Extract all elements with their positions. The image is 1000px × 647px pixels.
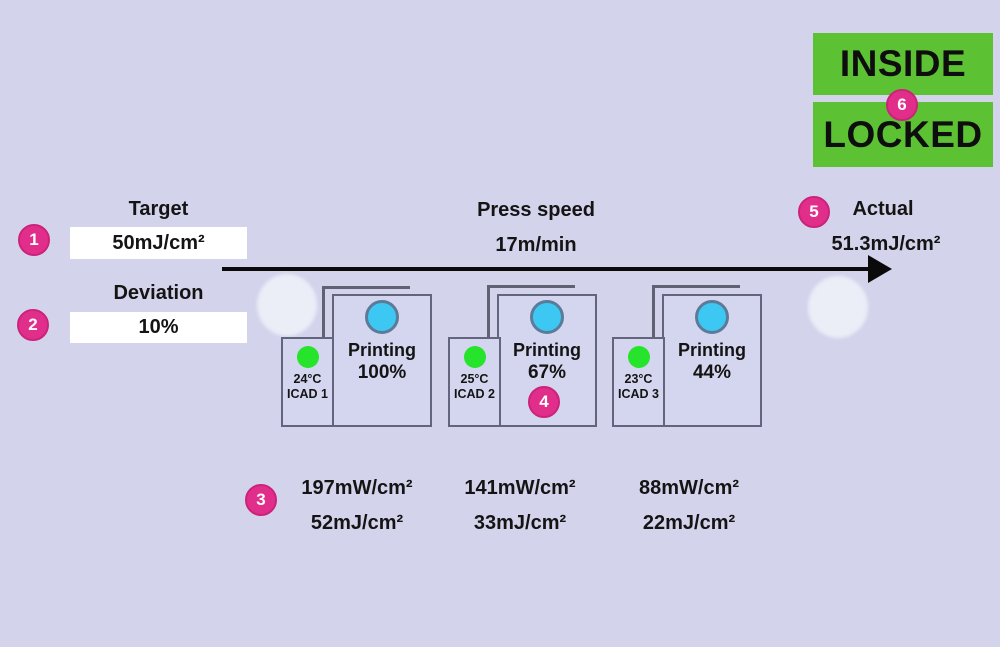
deviation-label: Deviation bbox=[113, 282, 204, 304]
callout-3-badge: 3 bbox=[245, 484, 277, 516]
unit3-printing-card: Printing 44% bbox=[662, 294, 762, 427]
uv-lamp-icon bbox=[695, 300, 729, 334]
unit1-readings: 197mW/cm² 52mJ/cm² bbox=[247, 471, 467, 541]
status-led-icon bbox=[463, 346, 486, 368]
unit1-back-card-outline bbox=[322, 286, 410, 338]
unit2-printing-card: Printing 67% bbox=[497, 294, 597, 427]
unit2-printing-percent: 67% bbox=[527, 362, 567, 383]
unit1-printing-percent: 100% bbox=[357, 362, 407, 383]
unit1-icad-card: 24°C ICAD 1 bbox=[281, 337, 334, 427]
unit3-readings: 88mW/cm² 22mJ/cm² bbox=[579, 471, 799, 541]
unit1-irradiance: 197mW/cm² bbox=[301, 477, 413, 499]
unit3-dose: 22mJ/cm² bbox=[642, 512, 736, 534]
unit2-dose: 33mJ/cm² bbox=[473, 512, 567, 534]
press-speed-label: Press speed bbox=[477, 199, 595, 221]
unit2-irradiance: 141mW/cm² bbox=[464, 477, 576, 499]
web-direction-arrow-head-icon bbox=[868, 255, 892, 283]
uv-lamp-icon bbox=[365, 300, 399, 334]
uv-lamp-icon bbox=[530, 300, 564, 334]
inside-status-box: INSIDE bbox=[813, 33, 993, 95]
press-speed-value: 17m/min bbox=[495, 234, 577, 256]
target-label: Target bbox=[128, 198, 189, 220]
status-led-icon bbox=[296, 346, 319, 368]
status-led-icon bbox=[627, 346, 650, 368]
unit2-readings: 141mW/cm² 33mJ/cm² bbox=[410, 471, 630, 541]
callout-6-badge: 6 bbox=[886, 89, 918, 121]
actual-label: Actual bbox=[852, 198, 914, 220]
unit1-temperature: 24°C bbox=[293, 372, 322, 386]
unit2-temperature: 25°C bbox=[460, 372, 489, 386]
unit3-irradiance: 88mW/cm² bbox=[638, 477, 740, 499]
press-cylinder-shape-left bbox=[257, 274, 317, 336]
callout-4-badge: 4 bbox=[528, 386, 560, 418]
unit1-icad-name: ICAD 1 bbox=[287, 387, 328, 401]
unit3-printing-label: Printing bbox=[678, 340, 746, 360]
deviation-value: 10% bbox=[70, 312, 247, 343]
callout-5-badge: 5 bbox=[798, 196, 830, 228]
unit3-icad-name: ICAD 3 bbox=[618, 387, 659, 401]
unit3-icad-card: 23°C ICAD 3 bbox=[612, 337, 665, 427]
unit2-back-card-outline bbox=[487, 285, 575, 337]
callout-1-badge: 1 bbox=[18, 224, 50, 256]
unit1-dose: 52mJ/cm² bbox=[310, 512, 404, 534]
unit3-printing-percent: 44% bbox=[692, 362, 732, 383]
unit2-icad-card: 25°C ICAD 2 bbox=[448, 337, 501, 427]
inside-status-label: INSIDE bbox=[839, 43, 967, 84]
web-direction-arrow-line bbox=[222, 267, 872, 271]
unit2-printing-label: Printing bbox=[513, 340, 581, 360]
unit2-icad-name: ICAD 2 bbox=[454, 387, 495, 401]
target-value: 50mJ/cm² bbox=[70, 227, 247, 259]
unit1-printing-label: Printing bbox=[348, 340, 416, 360]
actual-value: 51.3mJ/cm² bbox=[831, 233, 941, 255]
press-cylinder-shape-right bbox=[808, 276, 868, 338]
unit1-printing-card: Printing 100% bbox=[332, 294, 432, 427]
unit3-back-card-outline bbox=[652, 285, 740, 337]
unit3-temperature: 23°C bbox=[624, 372, 653, 386]
callout-2-badge: 2 bbox=[17, 309, 49, 341]
